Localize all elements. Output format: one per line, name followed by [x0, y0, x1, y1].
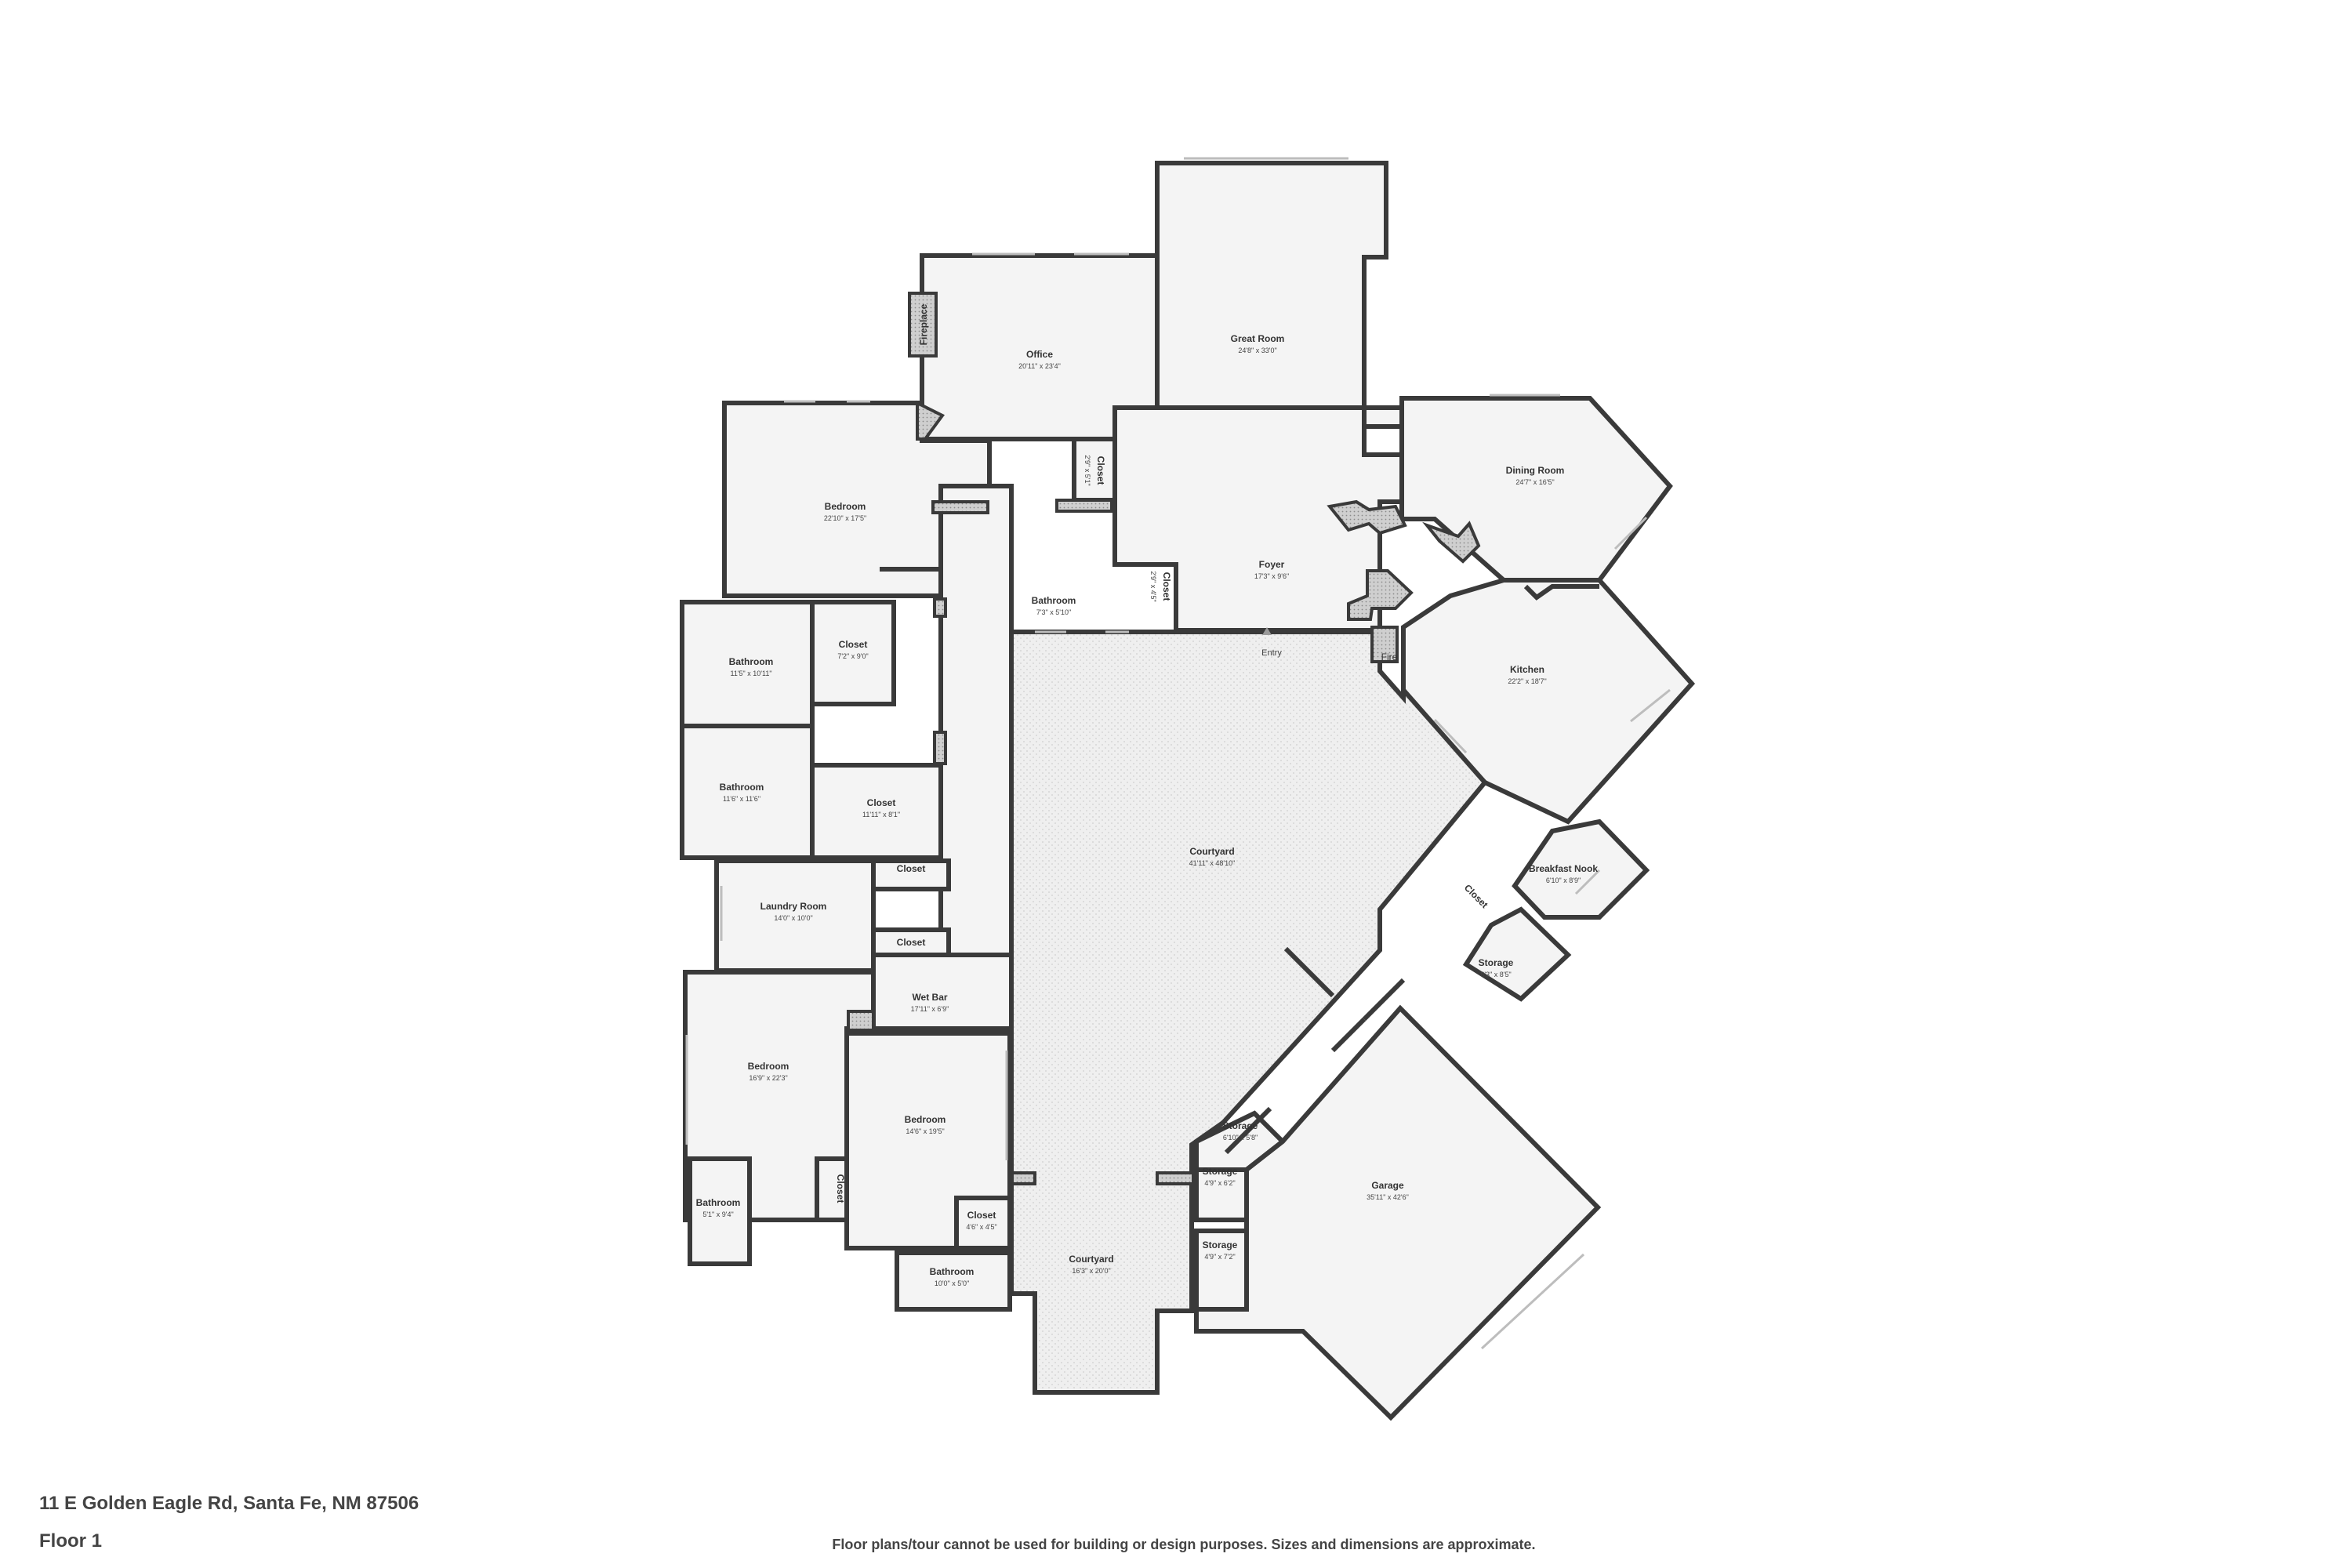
room-dims: 22'2" x 18'7"	[1508, 677, 1546, 685]
closet-dims: 2'9" x 4'5"	[1149, 571, 1157, 601]
room-name: Great Room	[1231, 333, 1285, 344]
office-closet-shape	[1072, 437, 1117, 503]
room-dims: 17'11" x 6'9"	[911, 1005, 949, 1013]
room-dims: 24'8" x 33'0"	[1238, 347, 1276, 354]
entry-label: Entry	[1261, 648, 1282, 658]
room-dims: 14'0" x 10'0"	[774, 914, 812, 922]
room-name: Office	[1026, 349, 1053, 360]
hatched-blocks	[847, 292, 1481, 1185]
bathroom-s-shape	[895, 1250, 1012, 1312]
closet-label: Closet	[897, 937, 926, 948]
room-name: Wet Bar	[912, 992, 947, 1003]
room-dims: 8'3" x 8'5"	[1480, 971, 1511, 978]
closet-sw-shape	[815, 1156, 849, 1222]
room-dims: 41'11" x 48'10"	[1189, 859, 1236, 867]
room-name: Dining Room	[1506, 465, 1565, 476]
room-dims: 16'3" x 20'0"	[1072, 1267, 1110, 1275]
bedroom-s-shape	[844, 1031, 1012, 1250]
room-name: Garage	[1371, 1180, 1404, 1191]
room-dims: 4'9" x 6'2"	[1204, 1179, 1235, 1187]
fireplace-office	[908, 292, 938, 358]
fireplace-kitchen	[1370, 626, 1399, 663]
room-dims: 5'1" x 9'4"	[702, 1210, 733, 1218]
room-dims: 22'10" x 17'5"	[824, 514, 866, 522]
floor-label: Floor 1	[39, 1530, 103, 1552]
bedroom-nw-shape	[722, 401, 992, 598]
windows	[685, 157, 1671, 1350]
closet-label: Closet	[1462, 882, 1490, 910]
storage-g2-shape	[1194, 1167, 1249, 1222]
room-dims: 4'6" x 4'5"	[966, 1223, 996, 1231]
room-dims: 14'6" x 19'5"	[906, 1127, 944, 1135]
closet-w2-shape	[810, 763, 951, 860]
room-name: Storage	[1203, 1240, 1238, 1250]
room-name: Bedroom	[905, 1114, 946, 1125]
room-name: Bathroom	[720, 782, 764, 793]
room-dims: 7'2" x 9'0"	[837, 652, 868, 660]
room-name: Closet	[839, 639, 868, 650]
storage-kitchen-shape	[1462, 906, 1572, 1002]
room-name: Laundry Room	[760, 901, 827, 912]
closet-label: Closet	[1095, 456, 1106, 485]
room-dims: 24'7" x 16'5"	[1515, 478, 1554, 486]
room-name: Storage	[1223, 1120, 1258, 1131]
closet-s-shape	[954, 1196, 1012, 1250]
room-name: Storage	[1479, 957, 1514, 968]
room-dims: 17'3" x 9'6"	[1254, 572, 1289, 580]
room-dims: 20'11" x 23'4"	[1018, 362, 1061, 370]
fireplace-label: Fireplace	[918, 303, 929, 345]
disclaimer-text: Floor plans/tour cannot be used for buil…	[832, 1537, 1536, 1552]
room-name: Bathroom	[729, 656, 774, 667]
room-name: Storage	[1203, 1166, 1238, 1177]
entry-arrow-icon	[1262, 627, 1272, 635]
room-name: Courtyard	[1189, 846, 1234, 857]
garage-shape	[1194, 1004, 1602, 1421]
bathroom-w2-shape	[680, 724, 815, 860]
room-name: Bedroom	[748, 1061, 789, 1072]
room-name: Closet	[867, 797, 896, 808]
room-dims: 6'10" x 8'9"	[1546, 877, 1581, 884]
room-name: Bathroom	[930, 1266, 975, 1277]
room-name: Closet	[967, 1210, 996, 1221]
room-dims: 11'11" x 8'1"	[862, 811, 900, 818]
room-dims: 10'0" x 5'0"	[935, 1279, 969, 1287]
room-name: Foyer	[1259, 559, 1285, 570]
closet-laundry-a-shape	[871, 858, 951, 891]
room-dims: 35'11" x 42'6"	[1367, 1193, 1409, 1201]
room-name: Courtyard	[1069, 1254, 1113, 1265]
closet-label: Closet	[1161, 572, 1172, 601]
room-name: Kitchen	[1510, 664, 1544, 675]
walls	[880, 163, 1599, 1294]
closet-label: Closet	[835, 1174, 846, 1203]
closet-label: Closet	[897, 863, 926, 874]
room-dims: 7'3" x 5'10"	[1036, 608, 1071, 616]
hall-shape	[938, 484, 1014, 998]
property-address: 11 E Golden Eagle Rd, Santa Fe, NM 87506	[39, 1493, 419, 1514]
room-name: Bedroom	[825, 501, 866, 512]
courtyard-main-shape	[1009, 630, 1488, 1395]
room-dims: 11'6" x 11'6"	[723, 795, 760, 803]
breakfast-nook-shape	[1512, 818, 1650, 920]
room-name: Bathroom	[1032, 595, 1076, 606]
closet-dims: 2'9" x 5'1"	[1083, 455, 1091, 485]
room-dims: 6'10" x 5'8"	[1223, 1134, 1258, 1142]
fire-label: Fire	[1381, 652, 1398, 662]
bathroom-sw-shape	[688, 1156, 752, 1266]
room-dims: 4'9" x 7'2"	[1204, 1253, 1235, 1261]
room-dims: 16'9" x 22'3"	[749, 1074, 787, 1082]
room-dims: 11'5" x 10'11"	[730, 670, 771, 677]
great-room-shape	[1155, 161, 1539, 429]
room-name: Bathroom	[696, 1197, 741, 1208]
dining-room-shape	[1399, 396, 1673, 583]
room-name: Breakfast Nook	[1529, 863, 1598, 874]
closet-w1-shape	[810, 600, 896, 706]
